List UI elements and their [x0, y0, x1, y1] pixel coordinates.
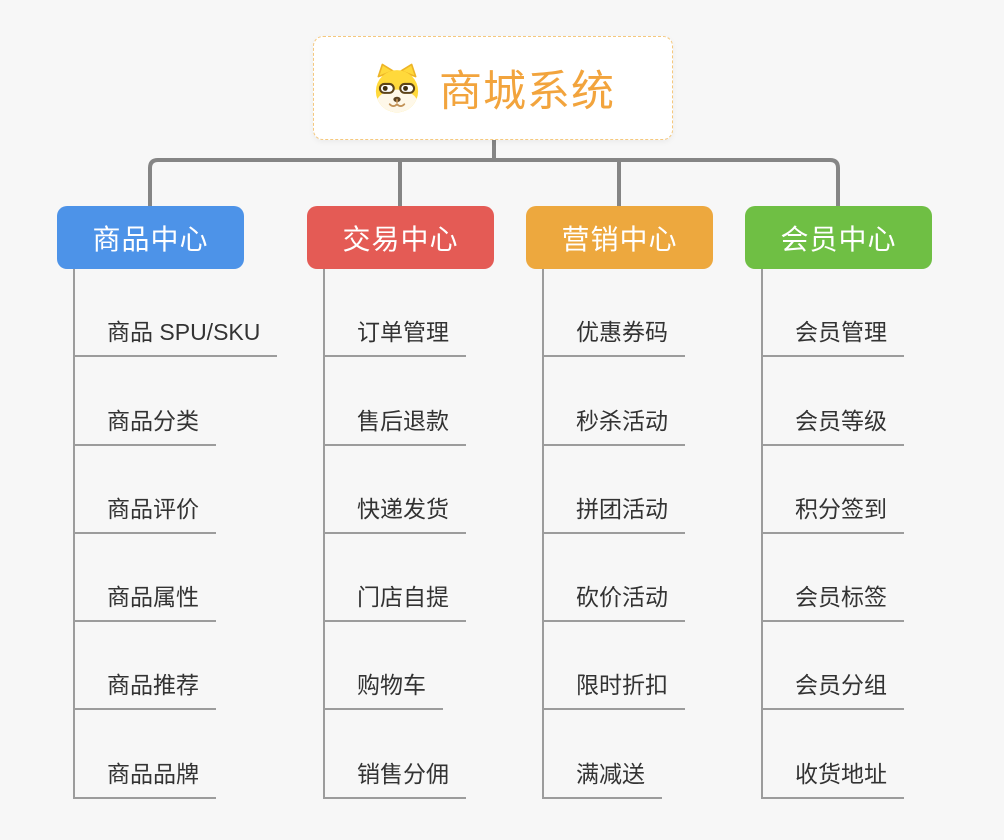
child-label: 商品品牌 — [107, 760, 199, 787]
child-item[interactable]: 会员分组 — [763, 622, 904, 711]
child-item[interactable]: 门店自提 — [325, 534, 466, 623]
child-item[interactable]: 购物车 — [325, 622, 443, 711]
branch: 营销中心 优惠券码秒杀活动拼团活动砍价活动限时折扣满减送 — [526, 206, 713, 799]
child-item[interactable]: 满减送 — [544, 710, 662, 799]
branch: 商品中心 商品 SPU/SKU 商品分类商品评价商品属性商品推荐商品品牌 — [57, 206, 278, 799]
branch-children: 会员管理会员等级积分签到会员标签会员分组收货地址 — [761, 269, 904, 799]
child-item[interactable]: 积分签到 — [763, 446, 904, 534]
branch-children: 商品 SPU/SKU 商品分类商品评价商品属性商品推荐商品品牌 — [73, 269, 278, 799]
child-item[interactable]: 商品评价 — [75, 446, 216, 534]
child-item[interactable]: 销售分佣 — [325, 710, 466, 799]
root-title: 商城系统 — [439, 68, 615, 116]
child-item[interactable]: 秒杀活动 — [544, 357, 685, 446]
child-label: 商品评价 — [107, 495, 199, 522]
root-node[interactable]: 商城系统 — [313, 36, 673, 140]
child-item[interactable]: 限时折扣 — [544, 622, 685, 711]
child-label: 快递发货 — [357, 495, 449, 522]
child-label: 会员分组 — [795, 672, 887, 699]
child-item[interactable]: 会员等级 — [763, 357, 904, 446]
child-label: 门店自提 — [357, 584, 449, 611]
branch: 会员中心 会员管理会员等级积分签到会员标签会员分组收货地址 — [745, 206, 932, 799]
child-item[interactable]: 优惠券码 — [544, 269, 685, 358]
branch: 交易中心 订单管理售后退款快递发货门店自提购物车销售分佣 — [307, 206, 494, 799]
child-label: 拼团活动 — [576, 495, 668, 522]
branch-box-1[interactable]: 交易中心 — [307, 206, 494, 269]
child-label: 积分签到 — [795, 495, 887, 522]
child-label: 秒杀活动 — [576, 407, 668, 434]
child-item[interactable]: 商品 SPU/SKU — [75, 269, 278, 358]
child-label: 商品推荐 — [107, 672, 199, 699]
child-item[interactable]: 售后退款 — [325, 357, 466, 446]
branch-box-3[interactable]: 会员中心 — [745, 206, 932, 269]
child-label: 收货地址 — [795, 760, 887, 787]
child-item[interactable]: 拼团活动 — [544, 446, 685, 534]
child-item[interactable]: 订单管理 — [325, 269, 466, 358]
child-label: 售后退款 — [357, 407, 449, 434]
child-label: 会员标签 — [795, 584, 887, 611]
branch-children: 优惠券码秒杀活动拼团活动砍价活动限时折扣满减送 — [542, 269, 685, 799]
child-label: 商品属性 — [107, 584, 199, 611]
child-label: 购物车 — [357, 672, 426, 699]
child-label: 会员等级 — [795, 407, 887, 434]
branch-box-2[interactable]: 营销中心 — [526, 206, 713, 269]
child-item[interactable]: 快递发货 — [325, 446, 466, 534]
branch-box-0[interactable]: 商品中心 — [57, 206, 244, 269]
child-label: 优惠券码 — [576, 319, 668, 346]
child-label: 商品 SPU/SKU — [107, 319, 261, 346]
child-item[interactable]: 收货地址 — [763, 710, 904, 799]
child-item[interactable]: 会员管理 — [763, 269, 904, 358]
child-label: 限时折扣 — [576, 672, 668, 699]
child-item[interactable]: 商品推荐 — [75, 622, 216, 711]
branch-rail-line — [148, 158, 840, 206]
child-label: 商品分类 — [107, 407, 199, 434]
child-label: 销售分佣 — [357, 760, 449, 787]
child-item[interactable]: 商品属性 — [75, 534, 216, 623]
child-item[interactable]: 会员标签 — [763, 534, 904, 623]
branch-children: 订单管理售后退款快递发货门店自提购物车销售分佣 — [323, 269, 466, 799]
child-label: 砍价活动 — [576, 584, 668, 611]
child-item[interactable]: 商品品牌 — [75, 710, 216, 799]
child-label: 满减送 — [576, 760, 645, 787]
child-label: 会员管理 — [795, 319, 887, 346]
dog-face-icon — [371, 62, 423, 114]
child-item[interactable]: 砍价活动 — [544, 534, 685, 623]
child-label: 订单管理 — [357, 319, 449, 346]
child-item[interactable]: 商品分类 — [75, 357, 216, 446]
